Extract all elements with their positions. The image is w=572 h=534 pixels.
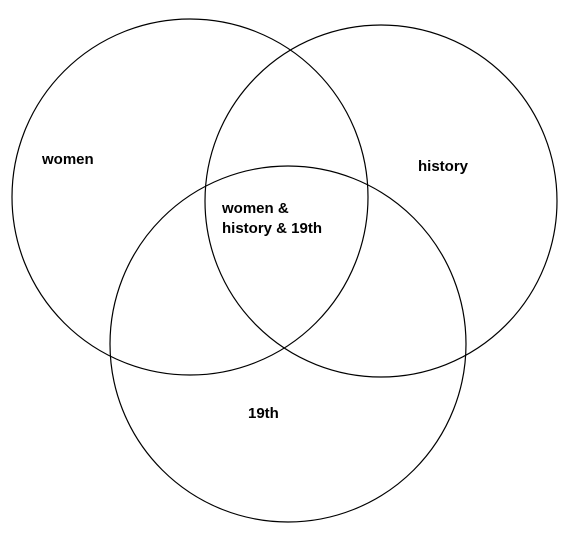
circle-history bbox=[204, 24, 558, 378]
label-intersection-line1: women & bbox=[221, 200, 289, 217]
label-intersection-line2: history & 19th bbox=[222, 220, 322, 237]
label-women: women bbox=[41, 151, 94, 168]
circle-19th bbox=[109, 165, 467, 523]
label-19th: 19th bbox=[248, 405, 279, 422]
label-history: history bbox=[418, 158, 469, 175]
circle-women bbox=[11, 18, 369, 376]
